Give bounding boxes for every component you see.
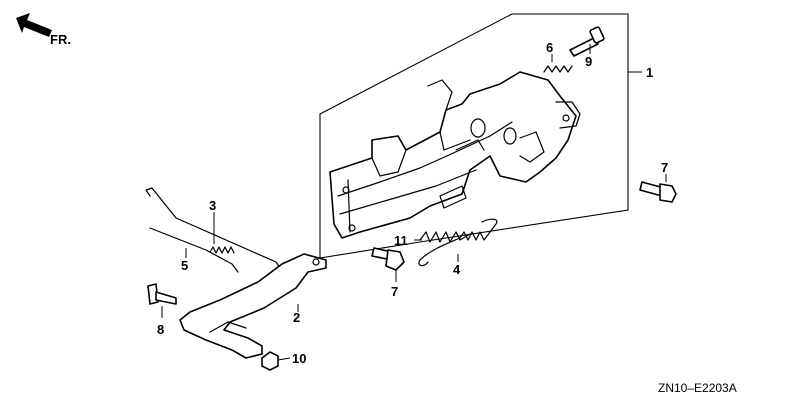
governor-spring-large <box>418 218 498 267</box>
callout-part-7-upper: 7 <box>661 160 668 175</box>
front-direction-arrow-icon <box>16 13 52 37</box>
callout-part-2: 2 <box>293 310 300 325</box>
callout-part-11: 11 <box>394 233 408 248</box>
callout-part-5: 5 <box>181 258 188 273</box>
small-spring <box>543 65 573 73</box>
callout-part-4: 4 <box>453 262 461 277</box>
callout-part-6: 6 <box>546 40 553 55</box>
callout-part-9: 9 <box>585 54 592 69</box>
drawing-code: ZN10–E2203A <box>658 381 737 395</box>
callout-part-1: 1 <box>646 65 653 80</box>
control-base-bracket <box>329 71 581 239</box>
callout-part-7-lower: 7 <box>391 284 398 299</box>
lever-pivot-bolt <box>147 283 177 305</box>
callout-part-3: 3 <box>209 198 216 213</box>
right-flange-bolt <box>639 181 677 203</box>
lever-nut <box>261 351 279 371</box>
control-lever <box>179 253 327 359</box>
assembly-boundary-box <box>319 13 629 259</box>
leader-lines <box>161 44 667 361</box>
front-direction-label: FR. <box>50 32 71 47</box>
upper-bolt <box>569 26 605 57</box>
callout-part-10: 10 <box>292 351 306 366</box>
throttle-rod <box>149 227 239 273</box>
governor-spring-small <box>419 231 471 243</box>
callout-part-8: 8 <box>157 322 164 337</box>
lower-flange-bolt <box>371 247 405 271</box>
governor-rod <box>145 187 281 269</box>
